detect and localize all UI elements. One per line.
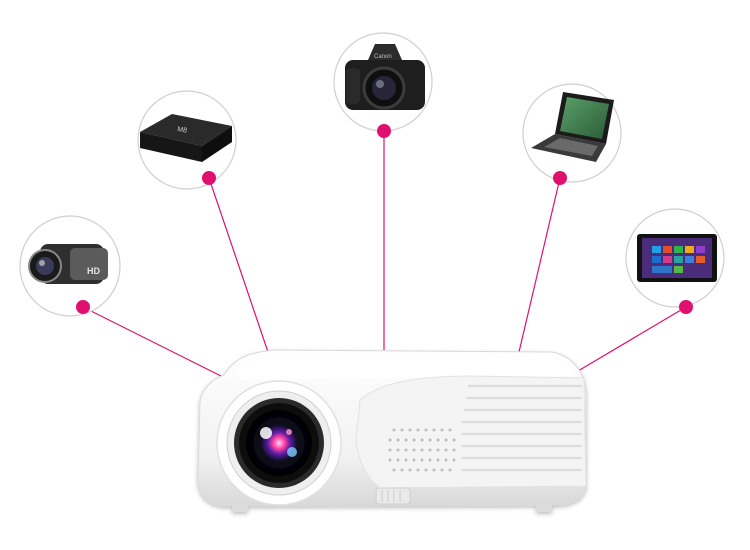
- connector-dot-laptop: [553, 171, 567, 185]
- laptop-icon: [531, 92, 614, 162]
- connector-dot-camcorder: [76, 300, 90, 314]
- tv-box-logo-text: M8: [177, 126, 188, 135]
- camera-brand-label: Canon: [374, 54, 392, 60]
- device-bubble-camera: Canon: [333, 32, 433, 138]
- device-bubble-tablet: [625, 208, 725, 314]
- projector-speaker-grille: [388, 428, 456, 472]
- connector-dot-camera: [377, 124, 391, 138]
- tv-box-icon: M8: [140, 114, 232, 162]
- connector-line-laptop: [518, 177, 561, 353]
- projector-foot-right: [536, 504, 552, 512]
- connector-lines: [82, 131, 687, 379]
- projector-lens: [216, 380, 342, 506]
- projector-foot-left: [232, 504, 248, 512]
- projector-focus-knob: [375, 487, 411, 505]
- camcorder-hd-label: HD: [87, 266, 100, 276]
- projector-vent-ribs: [462, 384, 582, 472]
- device-bubble-laptop: [522, 83, 622, 185]
- dslr-camera-icon: Canon: [345, 44, 425, 110]
- connector-line-tv-box: [208, 177, 269, 353]
- connector-line-camcorder: [82, 306, 226, 379]
- projector-icon: [197, 349, 587, 512]
- projector-side-panel: [355, 375, 587, 489]
- connector-dot-tablet: [679, 300, 693, 314]
- connector-dot-tv-box: [202, 171, 216, 185]
- tablet-icon: [637, 234, 717, 282]
- device-bubble-tv-box: M8: [137, 90, 237, 190]
- connector-line-tablet: [577, 306, 687, 372]
- device-bubble-camcorder: HD: [19, 215, 121, 317]
- camcorder-icon: HD: [28, 244, 108, 284]
